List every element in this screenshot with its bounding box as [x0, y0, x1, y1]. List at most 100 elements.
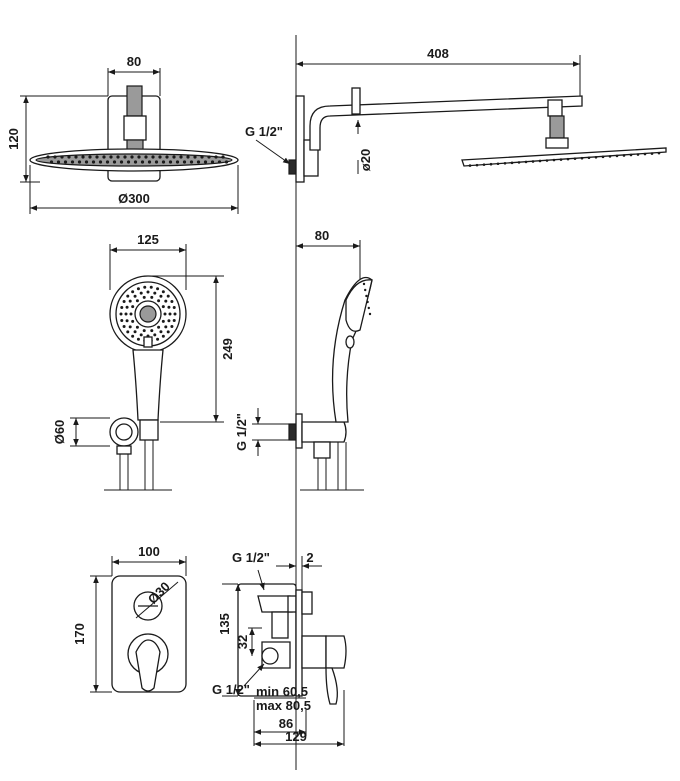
- spray-dot: [365, 294, 368, 298]
- spray-dot: [125, 319, 129, 323]
- mixer-height-label: 135: [217, 613, 232, 635]
- nozzle-dot: [573, 157, 577, 160]
- nozzle-dot: [112, 160, 117, 164]
- spray-dot: [161, 305, 165, 309]
- spray-dot: [149, 285, 153, 289]
- nozzle-dot: [214, 155, 218, 159]
- arm-diameter-label: ø20: [358, 149, 373, 171]
- nozzle-dot: [629, 153, 633, 157]
- nozzle-dot: [200, 155, 204, 159]
- spray-face-edge: [362, 282, 372, 316]
- mixer-thread-bottom-label: G 1/2": [212, 682, 250, 697]
- spray-dot: [124, 312, 128, 316]
- spray-dot: [146, 290, 150, 294]
- spray-dot: [161, 319, 165, 323]
- nozzle-dot: [116, 155, 120, 159]
- spray-dot: [172, 306, 176, 310]
- mixer-thread-top-label: G 1/2": [232, 550, 270, 565]
- mixer-depth2-label: 129: [285, 729, 307, 744]
- nozzle-dot: [186, 155, 190, 159]
- nozzle-dot: [207, 155, 211, 159]
- mixer-front-view: [111, 575, 187, 693]
- spray-dot: [139, 333, 143, 337]
- nozzle-dot: [552, 158, 556, 162]
- nozzle-dot: [140, 160, 145, 164]
- nozzle-dot: [84, 160, 89, 164]
- bracket-dimensions: 80 G 1/2": [234, 228, 361, 456]
- spray-dot: [166, 294, 170, 298]
- spray-dot: [153, 291, 157, 295]
- nozzle-dot: [482, 163, 486, 166]
- hand-shower-front-view: [104, 275, 187, 491]
- nozzle-dot: [517, 161, 521, 164]
- head-diameter-label: Ø300: [118, 191, 150, 206]
- spray-dot: [122, 325, 126, 329]
- nozzle-dot: [56, 160, 61, 164]
- spray-dot: [159, 330, 163, 334]
- spray-dot: [131, 334, 135, 338]
- nozzle-dot: [545, 159, 549, 162]
- nozzle-dot: [559, 158, 563, 161]
- spray-dot: [122, 299, 126, 303]
- bracket-thread-label: G 1/2": [234, 413, 249, 451]
- mixer-min-label: min 60,5: [256, 684, 308, 699]
- arm-thread-label: G 1/2": [245, 124, 283, 139]
- nozzle-dot: [105, 160, 110, 164]
- nozzle-dot: [119, 160, 124, 164]
- hand-shower-side-view: [288, 276, 373, 491]
- nozzle-dot: [158, 155, 162, 159]
- nozzle-dot: [601, 155, 605, 159]
- nozzle-dot: [67, 155, 71, 159]
- nozzle-dot: [144, 155, 148, 159]
- mixer-offset-label: 2: [306, 550, 313, 565]
- nozzle-dot: [622, 154, 626, 157]
- nozzle-dot: [70, 160, 75, 164]
- mixer-max-label: max 80,5: [256, 698, 311, 713]
- spray-dot: [128, 325, 132, 329]
- spray-dot: [167, 319, 171, 323]
- plate-width-label: 100: [138, 544, 160, 559]
- spray-dot: [362, 282, 366, 286]
- nozzle-dot: [475, 163, 479, 167]
- handshower-length-label: 249: [220, 338, 235, 360]
- nozzle-dot: [133, 160, 138, 164]
- head-height-label: 120: [6, 128, 21, 150]
- nozzle-dot: [77, 160, 82, 164]
- head-width-label: 80: [127, 54, 141, 69]
- nozzle-dot: [88, 155, 92, 159]
- spray-dot: [164, 325, 168, 329]
- nozzle-dot: [49, 160, 54, 164]
- nozzle-dot: [657, 151, 661, 155]
- spray-dot: [129, 312, 133, 316]
- spray-dot: [131, 305, 135, 309]
- nozzle-dot: [175, 160, 180, 164]
- mixer-side-view: [237, 583, 347, 705]
- mixer-inlet-label: 32: [235, 635, 250, 649]
- nozzle-dot: [196, 160, 201, 164]
- head-shower-front-view: [29, 85, 239, 182]
- nozzle-dot: [496, 162, 500, 166]
- nozzle-dot: [203, 160, 208, 164]
- nozzle-dot: [510, 161, 514, 165]
- spray-dot: [173, 312, 177, 316]
- spray-dot: [167, 305, 171, 309]
- nozzle-dot: [151, 155, 155, 159]
- spray-dot: [150, 329, 154, 333]
- spray-dot: [368, 312, 372, 316]
- nozzle-dot: [531, 160, 535, 163]
- handshower-width-label: 125: [137, 232, 159, 247]
- nozzle-dot: [179, 155, 183, 159]
- nozzle-dot: [468, 164, 472, 167]
- nozzle-dot: [189, 160, 194, 164]
- nozzle-dot: [217, 160, 222, 164]
- nozzle-dot: [538, 159, 542, 163]
- spray-dot: [157, 299, 161, 303]
- nozzle-dot: [95, 155, 99, 159]
- spray-dot: [153, 333, 157, 337]
- nozzle-row: [468, 151, 661, 167]
- spray-dot: [367, 306, 370, 310]
- spray-dot: [157, 325, 161, 329]
- spray-dot: [161, 334, 165, 338]
- spray-dot: [143, 285, 147, 289]
- nozzle-dot: [63, 160, 68, 164]
